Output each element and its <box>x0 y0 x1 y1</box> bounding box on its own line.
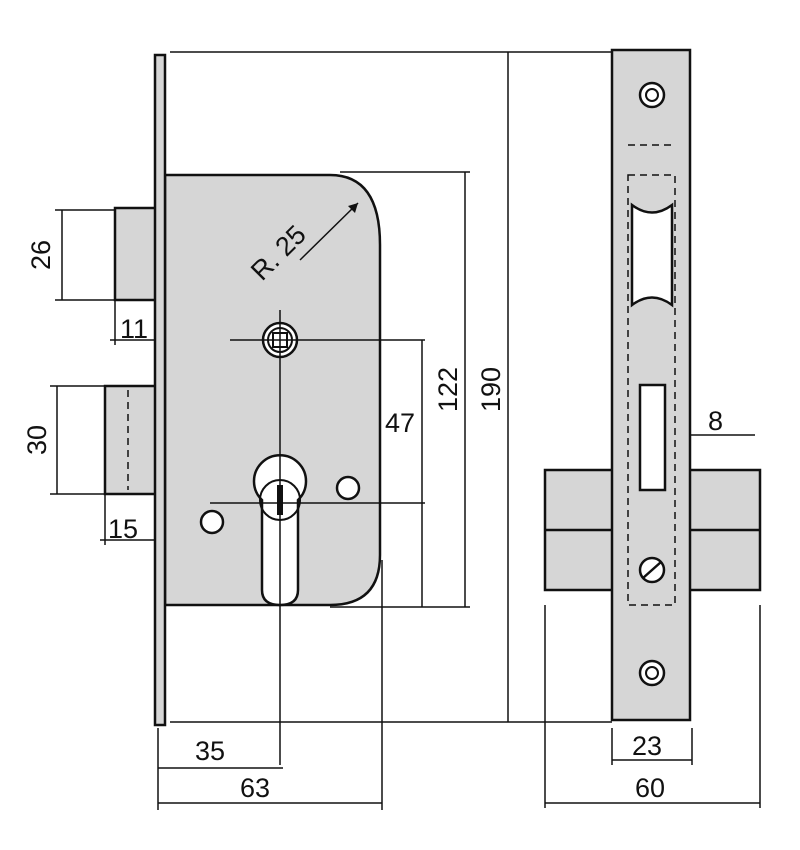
deadbolt <box>103 384 159 496</box>
mounting-hole-top <box>638 81 666 109</box>
mounting-hole-bottom <box>638 659 666 687</box>
dim-30: 30 <box>22 425 52 455</box>
dim-26: 26 <box>26 240 56 270</box>
dim-35: 35 <box>195 736 225 766</box>
dimension-lines <box>50 51 761 810</box>
screw-icon <box>638 556 666 584</box>
faceplate-side <box>153 53 167 727</box>
dim-60: 60 <box>635 773 665 803</box>
dim-8: 8 <box>708 406 723 436</box>
dim-23: 23 <box>632 731 662 761</box>
screw-hole <box>335 475 361 501</box>
dim-63: 63 <box>240 773 270 803</box>
lock-case <box>163 173 382 607</box>
dim-15: 15 <box>108 514 138 544</box>
dim-11: 11 <box>120 314 148 344</box>
side-view: R. 25 <box>103 53 425 765</box>
dim-47: 47 <box>385 408 415 438</box>
latch-opening <box>630 202 674 308</box>
dim-190: 190 <box>476 367 506 412</box>
front-view <box>543 48 762 722</box>
dim-122: 122 <box>433 367 463 412</box>
screw-hole <box>199 509 225 535</box>
slot <box>638 383 667 492</box>
